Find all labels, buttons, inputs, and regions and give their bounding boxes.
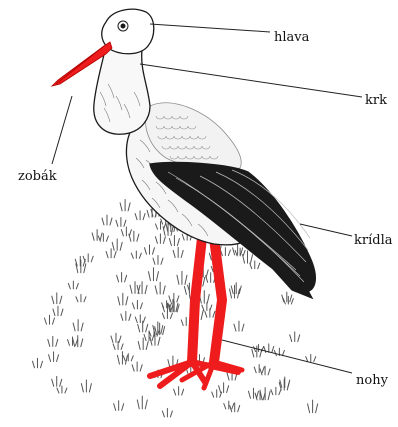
- grass-tuft: [121, 311, 131, 320]
- grass-tuft: [230, 403, 240, 412]
- grass-tuft: [148, 268, 158, 281]
- leader-line-neck: [140, 64, 362, 97]
- grass-tuft: [280, 377, 290, 387]
- grass-tuft: [120, 199, 130, 210]
- label-neck: krk: [365, 93, 387, 108]
- grass-tuft: [114, 401, 124, 411]
- grass-tuft: [150, 334, 160, 346]
- grass-tuft: [123, 354, 133, 361]
- grass-tuft: [138, 321, 148, 332]
- grass-tuft: [169, 293, 179, 302]
- grass-tuft: [32, 358, 42, 367]
- grass-tuft: [113, 341, 123, 349]
- grass-tuft: [135, 315, 145, 323]
- grass-tuft: [153, 255, 163, 264]
- grass-tuft: [271, 387, 281, 394]
- grass-tuft: [117, 272, 127, 281]
- grass-tuft: [260, 366, 270, 375]
- grass-tuft: [131, 251, 141, 258]
- stork-pupil: [121, 24, 126, 29]
- grass-tuft: [144, 245, 154, 254]
- grass-tuft: [233, 245, 243, 255]
- grass-tuft: [138, 338, 148, 349]
- grass-tuft: [135, 211, 145, 220]
- grass-tuft: [156, 222, 166, 230]
- grass-tuft: [118, 293, 128, 305]
- grass-tuft: [137, 282, 147, 294]
- grass-tuft: [52, 376, 62, 386]
- grass-tuft: [116, 218, 126, 227]
- leader-line-beak: [52, 96, 72, 164]
- grass-tuft: [68, 281, 78, 289]
- grass-tuft: [173, 247, 183, 257]
- grass-tuft: [76, 295, 86, 302]
- grass-tuft: [132, 300, 142, 308]
- grass-tuft: [306, 354, 316, 361]
- grass-tuft: [254, 365, 264, 373]
- grass-tuft: [290, 332, 300, 342]
- grass-tuft: [73, 336, 83, 347]
- grass-tuft: [52, 293, 62, 304]
- grass-tuft: [92, 230, 102, 241]
- leader-line-wings: [300, 224, 352, 236]
- grass-tuft: [73, 320, 83, 331]
- grass-tuft: [49, 352, 59, 362]
- grass-tuft: [162, 409, 172, 417]
- grass-tuft: [117, 352, 127, 364]
- grass-tuft: [137, 396, 147, 409]
- grass-tuft: [220, 248, 230, 256]
- grass-tuft: [260, 388, 270, 400]
- grass-tuft: [111, 333, 121, 342]
- grass-tuft: [155, 234, 165, 244]
- grass-tuft: [234, 321, 244, 331]
- label-head: hlava: [274, 30, 310, 45]
- label-beak: zobák: [18, 169, 57, 184]
- grass-tuft: [169, 235, 179, 245]
- grass-tuft: [283, 296, 293, 304]
- grass-tuft: [81, 380, 91, 392]
- label-wings: krídla: [354, 233, 393, 248]
- grass-tuft: [231, 283, 241, 294]
- grass-tuft: [155, 323, 165, 335]
- grass-tuft: [112, 239, 122, 250]
- grass-tuft: [44, 315, 54, 324]
- grass-tuft: [121, 227, 131, 236]
- grass-tuft: [224, 401, 234, 409]
- grass-tuft: [144, 332, 154, 341]
- grass-tuft: [219, 383, 229, 393]
- leader-line-head: [150, 24, 270, 32]
- grass-tuft: [308, 400, 318, 413]
- label-legs: nohy: [356, 373, 389, 388]
- grass-tuft: [102, 215, 112, 225]
- stork-legs: [150, 238, 242, 388]
- grass-tuft: [174, 387, 184, 395]
- grass-tuft: [177, 271, 187, 284]
- grass-tuft: [68, 337, 78, 345]
- grass-tuft: [248, 388, 258, 398]
- grass-tuft: [57, 386, 67, 393]
- grass-tuft: [282, 292, 292, 302]
- grass-tuft: [48, 336, 58, 346]
- grass-tuft: [132, 362, 142, 371]
- grass-tuft: [235, 248, 245, 256]
- grass-tuft: [53, 306, 63, 315]
- grass-tuft: [155, 282, 165, 294]
